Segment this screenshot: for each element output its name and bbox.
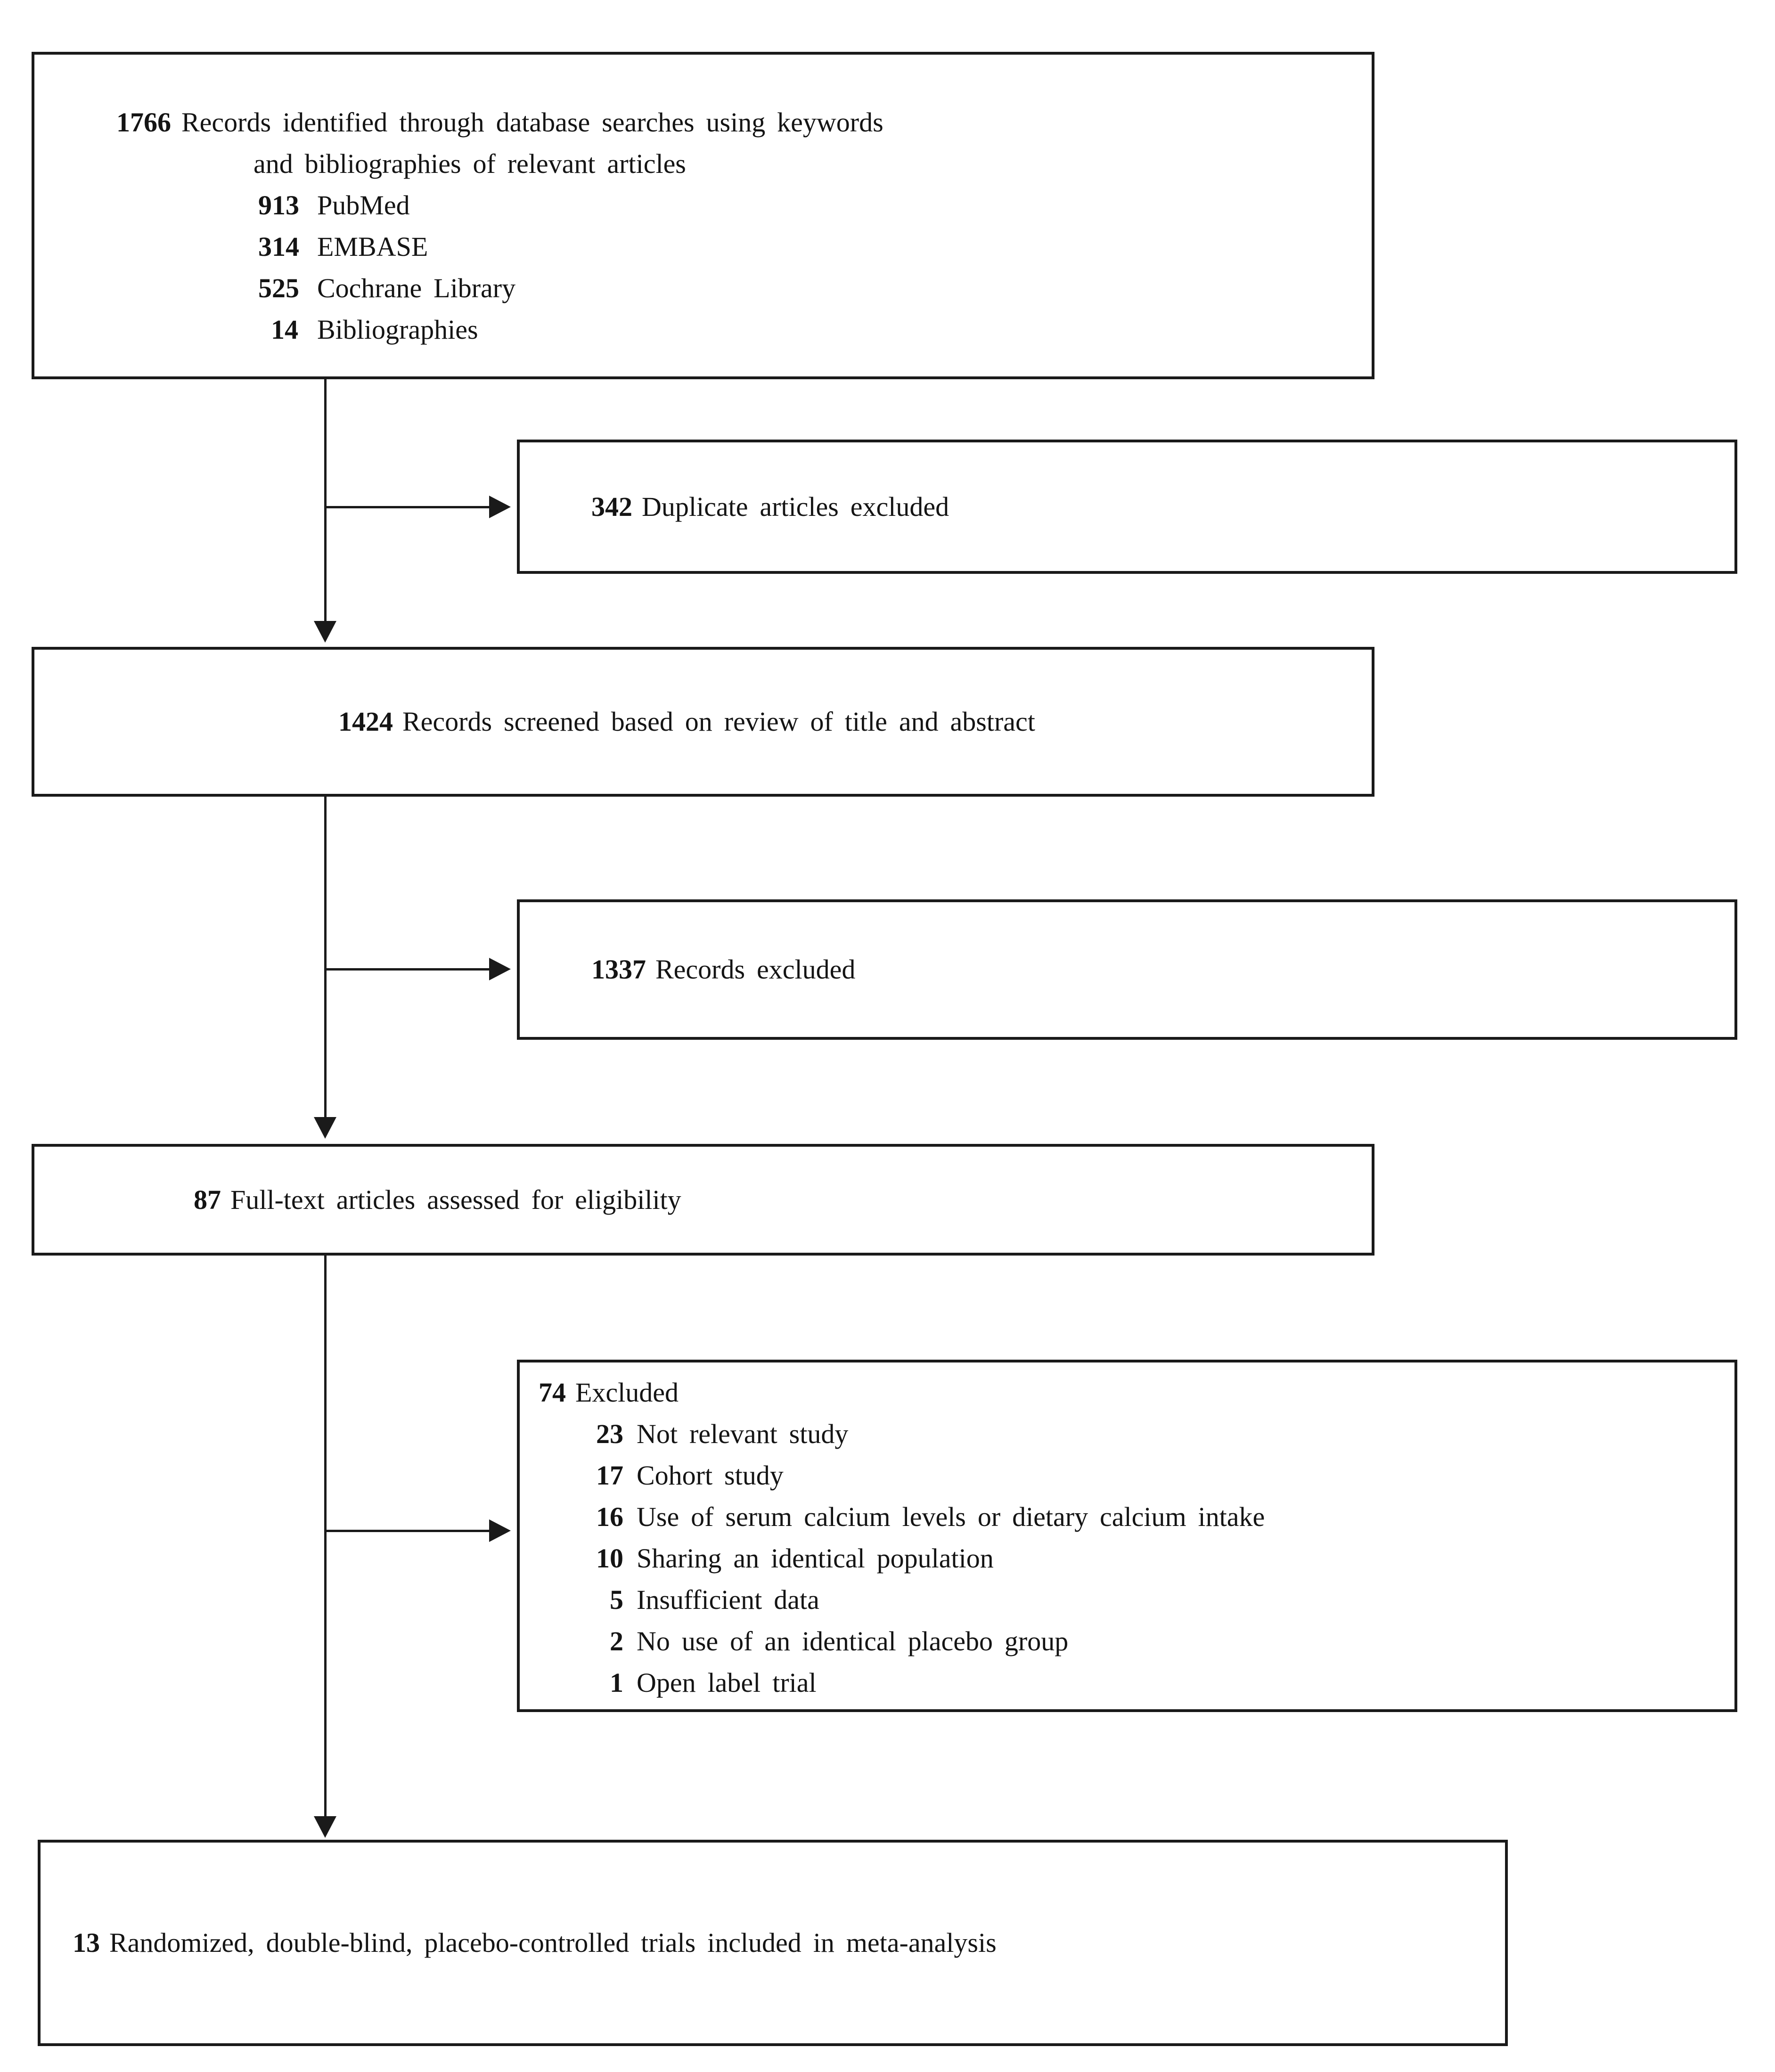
down-arrowhead-icon — [314, 1117, 336, 1139]
connector-identified-to-screened — [324, 379, 327, 621]
no-placebo-count: 2 — [610, 1626, 623, 1656]
box-included-meta-analysis: 13 Randomized, double-blind, placebo-cont… — [38, 1840, 1508, 2046]
box-fulltext-excluded-content: 74 Excluded 23 Not relevant study 17 Cohort… — [520, 1362, 1734, 1704]
open-label-count: 1 — [610, 1667, 623, 1698]
reason-row-open-label: 1 Open label trial — [588, 1662, 1716, 1704]
source-row-pubmed: 913 PubMed — [258, 185, 1343, 226]
connector-branch-duplicates — [325, 506, 489, 508]
not-relevant-count: 23 — [596, 1419, 623, 1449]
duplicates-count: 342 — [591, 491, 632, 522]
connector-branch-records-excluded — [325, 968, 489, 971]
connector-branch-excluded — [325, 1530, 489, 1532]
identical-population-label: Sharing an identical population — [637, 1543, 994, 1574]
open-label-label: Open label trial — [637, 1667, 817, 1698]
identical-population-count: 10 — [596, 1543, 623, 1574]
cochrane-count: 525 — [258, 273, 299, 303]
right-arrowhead-icon — [489, 1519, 511, 1542]
records-excluded-count: 1337 — [591, 954, 646, 985]
included-row: 13 Randomized, double-blind, placebo-cont… — [73, 1922, 1505, 1964]
duplicates-label: Duplicate articles excluded — [642, 491, 949, 522]
pubmed-label: PubMed — [317, 190, 410, 220]
identified-label: Records identified through database sear… — [181, 107, 883, 138]
screened-label: Records screened based on review of titl… — [402, 706, 1035, 737]
box-records-screened: 1424 Records screened based on review of … — [32, 647, 1374, 797]
embase-label: EMBASE — [317, 231, 428, 262]
right-arrowhead-icon — [489, 496, 511, 518]
source-row-cochrane: 525 Cochrane Library — [258, 268, 1343, 309]
reason-row-no-placebo: 2 No use of an identical placebo group — [588, 1621, 1716, 1662]
identified-main-row: 1766 Records identified through database … — [112, 102, 1343, 143]
right-arrowhead-icon — [489, 958, 511, 980]
box-records-excluded: 1337 Records excluded — [517, 899, 1737, 1040]
box-records-identified: 1766 Records identified through database … — [32, 52, 1374, 379]
excluded-label: Excluded — [575, 1377, 679, 1408]
records-excluded-label: Records excluded — [655, 954, 856, 985]
pubmed-count: 913 — [258, 190, 299, 220]
connector-screened-to-fulltext — [324, 797, 327, 1117]
box-duplicates-excluded: 342 Duplicate articles excluded — [517, 440, 1737, 574]
source-row-embase: 314 EMBASE — [258, 226, 1343, 268]
no-placebo-label: No use of an identical placebo group — [637, 1626, 1069, 1656]
excluded-count: 74 — [539, 1377, 566, 1408]
included-label: Randomized, double-blind, placebo-contro… — [109, 1927, 997, 1958]
serum-calcium-label: Use of serum calcium levels or dietary c… — [637, 1501, 1265, 1532]
down-arrowhead-icon — [314, 621, 336, 643]
duplicates-row: 342 Duplicate articles excluded — [591, 486, 1734, 528]
screened-count: 1424 — [338, 706, 393, 737]
reason-row-not-relevant: 23 Not relevant study — [588, 1413, 1716, 1455]
box-fulltext-excluded: 74 Excluded 23 Not relevant study 17 Cohort… — [517, 1360, 1737, 1712]
reason-row-cohort: 17 Cohort study — [588, 1455, 1716, 1496]
reason-row-insufficient-data: 5 Insufficient data — [588, 1579, 1716, 1621]
fulltext-count: 87 — [194, 1184, 221, 1215]
identified-count: 1766 — [116, 107, 171, 138]
fulltext-row: 87 Full-text articles assessed for eligib… — [194, 1179, 1372, 1221]
bibliographies-count: 14 — [271, 314, 298, 345]
cohort-count: 17 — [596, 1460, 623, 1491]
serum-calcium-count: 16 — [596, 1501, 623, 1532]
box-fulltext-assessed: 87 Full-text articles assessed for eligib… — [32, 1144, 1374, 1256]
screened-row: 1424 Records screened based on review of … — [338, 701, 1372, 742]
embase-count: 314 — [258, 231, 299, 262]
bibliographies-label: Bibliographies — [317, 314, 478, 345]
records-excluded-row: 1337 Records excluded — [591, 949, 1734, 990]
down-arrowhead-icon — [314, 1816, 336, 1838]
reason-row-identical-population: 10 Sharing an identical population — [588, 1538, 1716, 1579]
not-relevant-label: Not relevant study — [637, 1419, 849, 1449]
reason-row-serum-calcium: 16 Use of serum calcium levels or dietary… — [588, 1496, 1716, 1538]
identified-label-continued: and bibliographies of relevant articles — [254, 148, 686, 179]
included-count: 13 — [73, 1927, 100, 1958]
box-records-identified-content: 1766 Records identified through database … — [34, 55, 1372, 351]
excluded-main-row: 74 Excluded — [539, 1372, 1716, 1413]
source-row-bibliographies: 14 Bibliographies — [258, 309, 1343, 351]
cohort-label: Cohort study — [637, 1460, 784, 1491]
insufficient-data-count: 5 — [610, 1584, 623, 1615]
insufficient-data-label: Insufficient data — [637, 1584, 819, 1615]
cochrane-label: Cochrane Library — [317, 273, 516, 303]
connector-fulltext-to-included — [324, 1256, 327, 1816]
fulltext-label: Full-text articles assessed for eligibil… — [230, 1184, 681, 1215]
